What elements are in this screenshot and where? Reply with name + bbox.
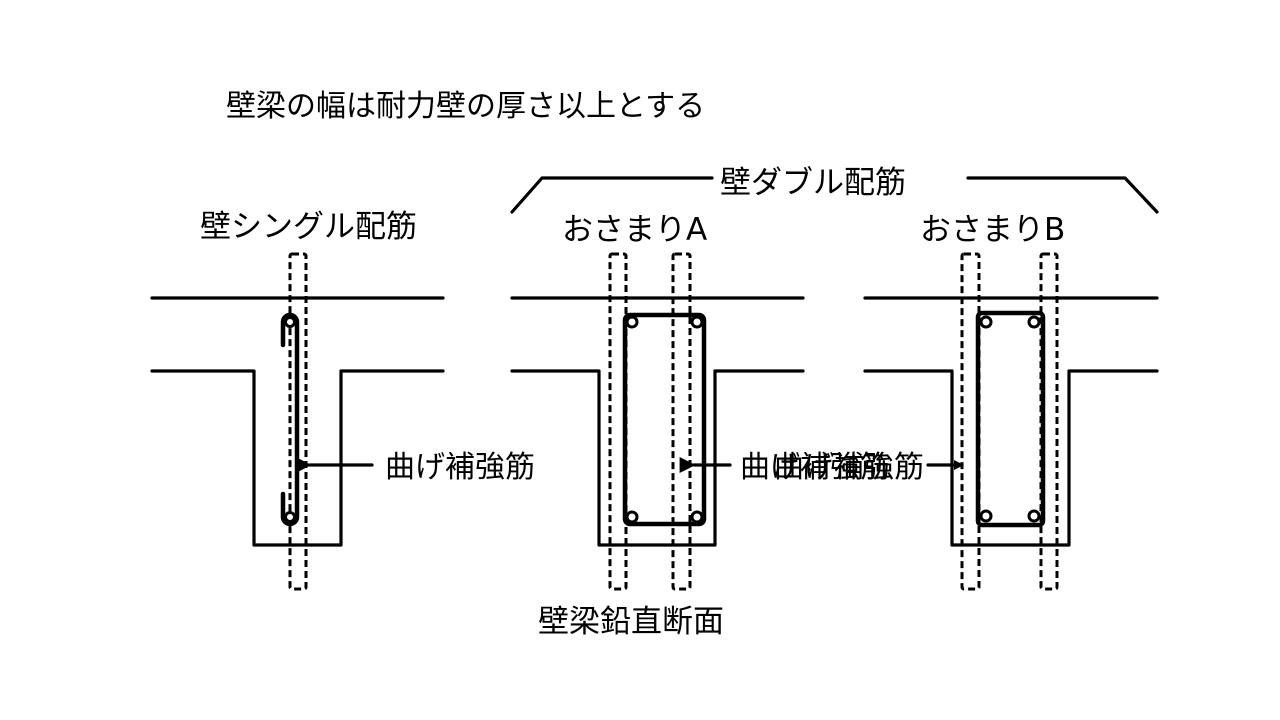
- main-bar: [979, 315, 993, 329]
- double-heading: 壁ダブル配筋: [720, 165, 906, 201]
- panel-variant-a: [510, 252, 805, 591]
- bracket-left-line: [510, 176, 714, 214]
- panel-single: [150, 252, 445, 591]
- variant-b-label: おさまりB: [920, 212, 1065, 248]
- beam-outline: [863, 369, 1159, 547]
- variant-a-callout: 曲げ補強筋: [740, 450, 890, 485]
- single-heading: 壁シングル配筋: [200, 209, 417, 245]
- stirrup: [622, 312, 707, 527]
- main-bar: [1027, 509, 1041, 523]
- double-bracket: [510, 176, 1159, 214]
- arrowhead: [954, 460, 964, 470]
- main-bar: [284, 316, 296, 328]
- main-bar: [625, 315, 639, 329]
- bracket-right-line: [966, 176, 1159, 214]
- main-bar: [979, 509, 993, 523]
- diagram-caption: 壁梁鉛直断面: [538, 604, 724, 640]
- variant-a-label: おさまりA: [562, 212, 707, 248]
- panel-variant-b: [863, 252, 1159, 591]
- beam-outline: [510, 369, 805, 547]
- variant-b-callout: 曲げ補強筋: [774, 450, 924, 485]
- beam-outline: [150, 369, 445, 547]
- main-bar: [690, 510, 704, 524]
- main-bar: [625, 510, 639, 524]
- bending-rebar: [280, 312, 300, 527]
- main-bar: [284, 511, 296, 523]
- stirrup: [975, 310, 1046, 528]
- single-callout: 曲げ補強筋: [385, 450, 535, 485]
- wall-rebar-outline: [288, 252, 308, 591]
- wall-rebar-outline-right: [671, 252, 692, 591]
- main-bar: [690, 315, 704, 329]
- diagram-title: 壁梁の幅は耐力壁の厚さ以上とする: [226, 89, 705, 124]
- main-bar: [1027, 315, 1041, 329]
